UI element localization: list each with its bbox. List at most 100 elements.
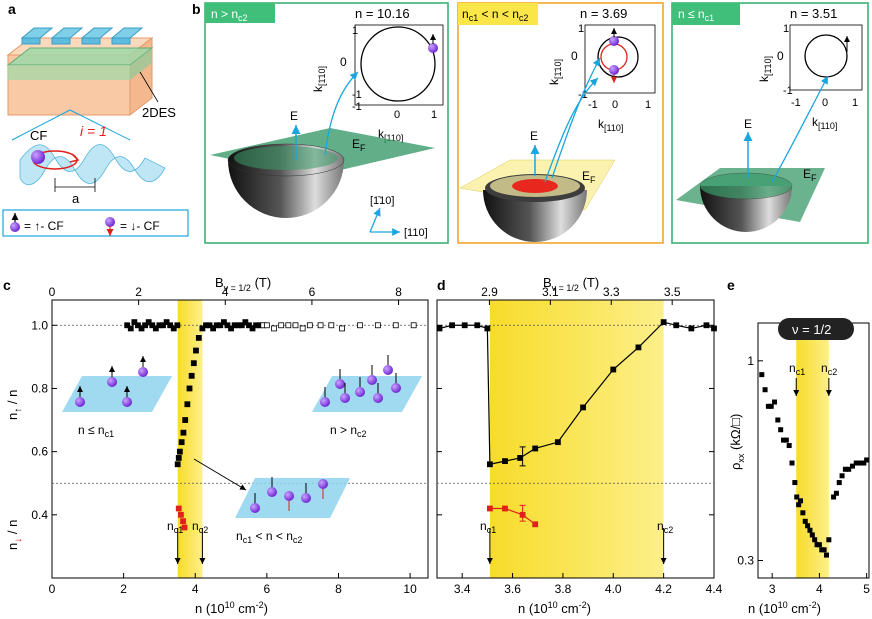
c-ytick-label: 0.8: [31, 381, 48, 395]
d-xtick-label: 3.4: [454, 582, 471, 596]
c-point: [285, 322, 292, 329]
pointer-2des: [139, 71, 159, 103]
cf-high-5: [391, 383, 401, 393]
e-point: [783, 437, 789, 443]
e-point: [759, 372, 765, 378]
nu-badge-text: ν = 1/2: [792, 322, 831, 337]
d-nc1-marker: nc1: [480, 519, 496, 535]
c-point: [175, 505, 182, 512]
e-ytick-label: 1: [747, 354, 754, 368]
panel-label-e: e: [727, 277, 735, 293]
d-plot-frame: [436, 299, 715, 579]
d-point: [610, 366, 617, 373]
c-point: [299, 325, 306, 332]
cf-high-1: [320, 397, 330, 407]
d-point: [580, 404, 586, 411]
c-point: [124, 322, 131, 329]
inset-low-label: n ≤ nc1: [78, 423, 114, 439]
c-inset-low: n ≤ nc1: [62, 356, 172, 439]
cf-mid-3: [284, 491, 294, 501]
kspace-xlabel-1: k[110]: [378, 127, 403, 143]
e-point: [864, 457, 870, 463]
cf-high-7: [367, 375, 377, 385]
d-point: [554, 439, 561, 446]
c-xtick-label: 10: [403, 582, 417, 596]
e-ytick-label: 0.3: [737, 554, 754, 568]
cf-low-1: [75, 397, 85, 407]
d-highlight-band: [489, 300, 664, 578]
d-point: [449, 322, 456, 329]
e-point: [778, 427, 784, 433]
c-point: [217, 322, 224, 329]
d-point: [502, 458, 508, 465]
c-point: [246, 322, 252, 329]
c-top-axis-label: Bν = 1/2 (T): [215, 275, 271, 293]
c-point: [306, 322, 313, 329]
e-xtick-label: 4: [816, 582, 823, 596]
tick-y0-2: 0: [571, 49, 578, 63]
d-xtick-label: 4.0: [605, 582, 622, 596]
e-xtick-label: 3: [769, 582, 776, 596]
c-point: [357, 322, 363, 329]
c-toptick-label: 6: [309, 285, 316, 299]
fermi-sea-down-2: [512, 179, 558, 193]
c-point: [152, 325, 159, 332]
d-toptick-label: 3.5: [664, 285, 681, 299]
cf-high-6: [335, 379, 345, 389]
c-point: [174, 461, 181, 468]
kspace-ylabel-1: k[1̄10]: [311, 66, 327, 92]
c-point: [238, 322, 245, 329]
c-point: [135, 322, 141, 329]
regime-tag-1: [205, 3, 275, 23]
inset-mid-label: nc1 < n < nc2: [236, 529, 302, 545]
d-point: [635, 344, 642, 351]
e-point: [831, 494, 837, 500]
label-2des: 2DES: [142, 105, 176, 120]
e-point: [812, 537, 818, 543]
e-point: [772, 399, 778, 405]
d-point: [484, 325, 491, 332]
c-point: [181, 524, 188, 531]
d-point: [532, 445, 539, 452]
tick-y0-3: 0: [777, 49, 784, 63]
d-toptick-label: 3.1: [542, 285, 559, 299]
label-i: i = 1: [80, 123, 107, 139]
c-point: [249, 325, 256, 332]
c-point: [210, 325, 217, 332]
cf-particle: [31, 150, 45, 164]
potential-modulation-surface: [19, 144, 166, 186]
heterostructure-block: [6, 36, 154, 117]
dir-1bar10-arrow: [369, 207, 381, 233]
tick-x1-2: 1: [645, 99, 651, 111]
cf-down-2: [609, 65, 619, 75]
c-point: [206, 322, 213, 329]
zoom-line-right: [69, 109, 131, 141]
regime-intermediate-density: nc1 < n < nc2 n = 3.69 0 1 -1 -1 0 1 k[1…: [457, 2, 664, 244]
panel-label-b: b: [192, 1, 201, 17]
d-point: [517, 455, 523, 461]
c-point: [392, 322, 399, 329]
cf-mid-2: [267, 487, 277, 497]
ef-label-1: EF: [352, 137, 366, 153]
e-point: [775, 417, 781, 423]
cf-low-4: [138, 367, 148, 377]
e-point: [802, 518, 808, 524]
d-point: [673, 322, 680, 329]
d-point: [486, 461, 493, 468]
c-point: [127, 325, 134, 332]
tick-xm1-2: -1: [588, 99, 598, 111]
panel-label-a: a: [8, 1, 16, 17]
c-point: [190, 360, 197, 367]
dir-110-label: [110]: [404, 227, 428, 239]
spin-up-cf-icon: [10, 222, 20, 232]
dir-1bar10-label: [1̄10]: [370, 195, 394, 207]
panel-label-d: d: [437, 277, 446, 293]
c-xtick-label: 4: [192, 582, 199, 596]
c-point: [175, 455, 182, 461]
c-point: [242, 319, 249, 326]
c-point: [263, 322, 270, 329]
tick-ym1-1: -1: [352, 89, 362, 101]
cf-high-8: [383, 365, 393, 375]
